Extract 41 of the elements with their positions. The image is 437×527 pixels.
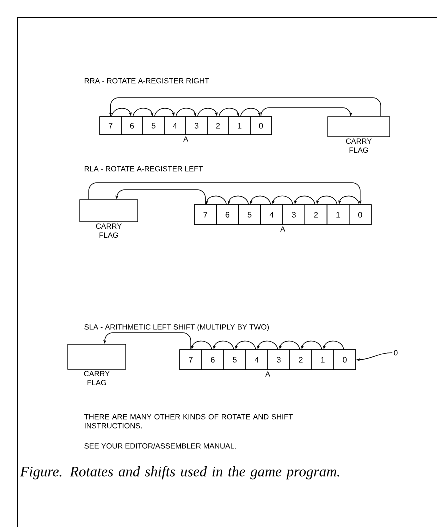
arrow bbox=[279, 340, 300, 350]
bit-cell: 6 bbox=[216, 204, 240, 226]
bit-cell: 3 bbox=[268, 350, 290, 370]
arrow bbox=[154, 108, 176, 117]
arrow bbox=[218, 108, 240, 117]
bit-cell: 1 bbox=[312, 350, 334, 370]
bit-cell: 0 bbox=[334, 350, 356, 370]
arrow bbox=[191, 340, 212, 350]
bit-cell: 6 bbox=[202, 350, 224, 370]
arrow bbox=[111, 108, 132, 117]
arrow bbox=[323, 340, 344, 350]
bit-cell: 6 bbox=[121, 116, 144, 136]
bit-cell: 3 bbox=[282, 204, 306, 226]
bit-cell: 3 bbox=[186, 116, 208, 136]
bit-cell: 5 bbox=[238, 204, 262, 226]
bit-cell: 5 bbox=[142, 116, 165, 136]
bit-cell: 2 bbox=[207, 116, 230, 136]
arrow bbox=[235, 340, 256, 350]
arrow bbox=[213, 340, 234, 350]
bit-cell: 1 bbox=[228, 116, 251, 136]
bit-cell: 0 bbox=[250, 116, 272, 136]
bit-cell: 2 bbox=[304, 204, 328, 226]
arrow bbox=[260, 108, 353, 117]
bit-cell: 2 bbox=[290, 350, 312, 370]
arrow bbox=[176, 108, 197, 117]
bit-cell: 7 bbox=[100, 116, 122, 136]
bit-cell: 4 bbox=[260, 204, 284, 226]
bit-cell: 5 bbox=[224, 350, 246, 370]
bit-cell: 4 bbox=[246, 350, 268, 370]
arrow bbox=[257, 340, 278, 350]
bit-cell: 1 bbox=[326, 204, 350, 226]
bit-cell: 7 bbox=[180, 350, 202, 370]
arrow bbox=[240, 108, 262, 117]
bit-cell: 7 bbox=[194, 204, 217, 226]
arrow bbox=[197, 108, 218, 117]
arrow bbox=[132, 108, 154, 117]
bit-cell: 4 bbox=[164, 116, 186, 136]
bit-cell: 0 bbox=[349, 204, 372, 226]
arrow bbox=[272, 196, 294, 205]
figure-caption: Figure. Rotates and shifts used in the game program. bbox=[20, 466, 340, 480]
arrow bbox=[301, 340, 322, 350]
